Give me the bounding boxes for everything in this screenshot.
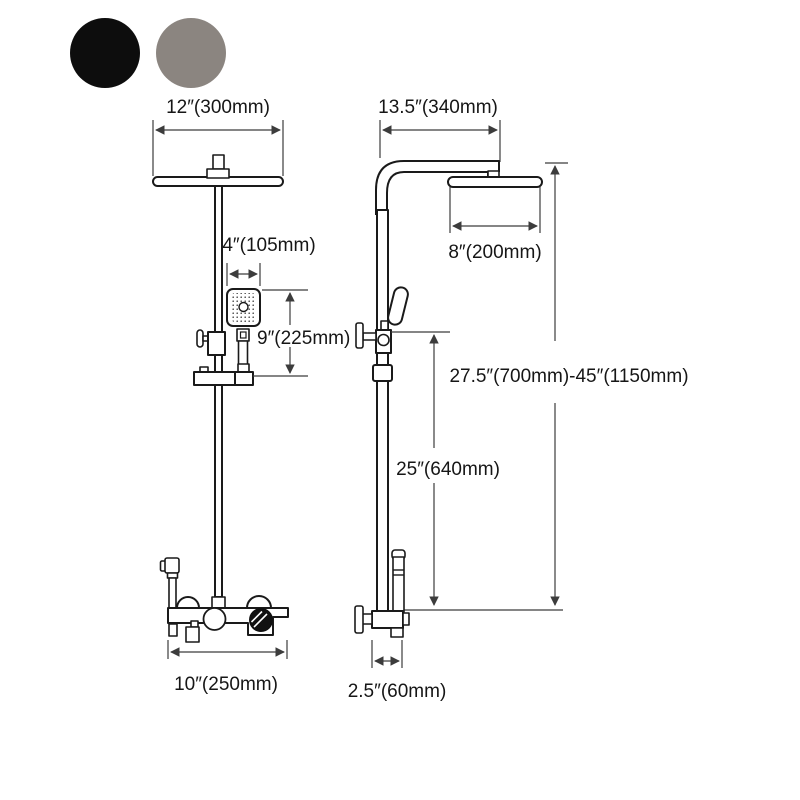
riser-pipe-front	[214, 185, 223, 598]
sprayer-wand-side	[391, 549, 406, 613]
shower-arm-side	[375, 160, 500, 215]
dim-head-depth: 8″(200mm)	[448, 187, 542, 263]
dim-valve-depth: 2.5″(60mm)	[348, 640, 447, 702]
dim-label-valve-width: 10″(250mm)	[174, 674, 278, 695]
valve-mount-arc	[176, 596, 200, 609]
dim-hand-shower-drop: 9″(225mm)	[253, 289, 350, 377]
hand-shower-side	[355, 286, 409, 382]
color-swatch-black[interactable]	[70, 18, 140, 88]
riser-pipe-side	[376, 209, 389, 613]
pipe-collar-side	[372, 364, 393, 382]
valve-body-front	[167, 595, 289, 643]
dim-arm-reach: 13.5″(340mm)	[378, 97, 501, 162]
dim-label-hand-shower-drop: 9″(225mm)	[257, 328, 350, 349]
hand-shower-nozzle	[238, 301, 249, 313]
dim-valve-width: 10″(250mm)	[167, 640, 288, 695]
dim-label-hand-shower-width: 4″(105mm)	[222, 235, 315, 256]
dim-label-head-width: 12″(300mm)	[166, 97, 270, 118]
dim-label-valve-depth: 2.5″(60mm)	[348, 681, 447, 702]
slide-bar-shelf	[193, 366, 254, 386]
valve-body-side	[354, 605, 410, 638]
dim-adjustable-height: 27.5″(700mm)-45″(1150mm)	[404, 162, 689, 611]
pipe-flare-front	[211, 596, 226, 609]
side-view: 13.5″(340mm) 8″(200mm)	[348, 97, 689, 702]
diverter-dial	[202, 607, 227, 631]
slider-bracket-front	[196, 329, 226, 356]
rain-shower-head-side	[447, 176, 543, 188]
control-knob-side	[354, 605, 364, 634]
spout-front	[185, 626, 200, 643]
hand-shower-front	[226, 288, 261, 373]
head-connector-base	[206, 168, 230, 179]
dim-pipe-height: 25″(640mm)	[391, 331, 500, 606]
sprayer-wand-front	[159, 557, 180, 609]
color-swatch-grey[interactable]	[156, 18, 226, 88]
head-connector-stem	[212, 154, 225, 170]
valve-mount-arc	[246, 595, 272, 609]
dim-label-arm-reach: 13.5″(340mm)	[378, 97, 498, 118]
dim-label-head-depth: 8″(200mm)	[448, 242, 541, 263]
color-options	[70, 18, 226, 88]
dim-head-width: 12″(300mm)	[152, 97, 284, 176]
hand-shower-handle	[237, 340, 249, 368]
dim-hand-shower-width: 4″(105mm)	[222, 235, 316, 286]
dim-label-pipe-height: 25″(640mm)	[396, 459, 500, 480]
dim-label-adjustable-height: 27.5″(700mm)-45″(1150mm)	[449, 366, 688, 387]
front-view: 12″(300mm) 4″(105mm)	[152, 97, 350, 695]
